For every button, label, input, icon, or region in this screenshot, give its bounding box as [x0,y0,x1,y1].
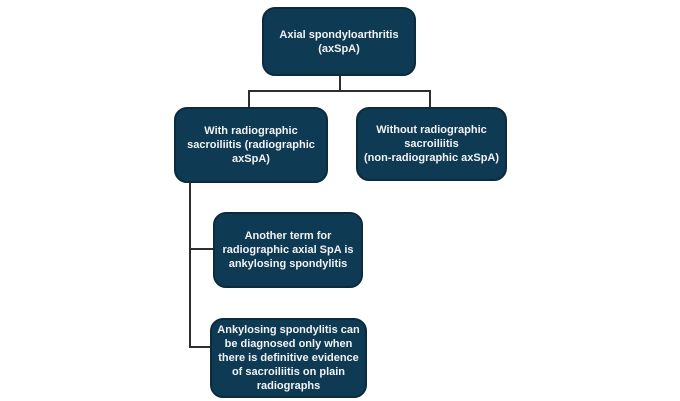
connector-right-child-vertical [429,90,431,108]
node-text-line: sacroiliitis [404,138,459,150]
node-text-line: Without radiographic [376,124,487,136]
connector-stub-diagnosis [189,346,211,348]
node-text-line: radiographs [256,380,321,392]
node-text-line: of sacroiliitis on plain [231,366,346,378]
node-without-radiographic-sacroiliitis: Without radiographic sacroiliitis (non-r… [356,107,507,181]
node-diagnosis-requirement: Ankylosing spondylitis can be diagnosed … [210,318,367,398]
node-text-line: there is definitive evidence [218,352,359,364]
node-text-line: sacroiliitis (radiographic [187,139,315,151]
connector-root-vertical [339,76,341,91]
node-text-line: ankylosing spondylitis [228,258,348,270]
connector-left-child-vertical [248,90,250,108]
connector-left-branch-spine [189,182,191,348]
node-text-line: Another term for [244,230,332,242]
node-text-line: radiographic axial SpA is [222,244,354,256]
node-text-line: With radiographic [204,125,298,137]
node-text-line: be diagnosed only when [224,338,353,350]
node-text-line: (axSpA) [318,42,360,55]
node-axial-spondyloarthritis: Axial spondyloarthritis (axSpA) [262,7,416,76]
node-text-line: (non-radiographic axSpA) [363,152,500,164]
node-another-term-ankylosing-spondylitis: Another term for radiographic axial SpA … [213,212,363,288]
node-text-line: Axial spondyloarthritis [279,28,399,41]
node-text-line: Ankylosing spondylitis can [217,324,360,336]
node-text-line: axSpA) [232,153,270,165]
node-with-radiographic-sacroiliitis: With radiographic sacroiliitis (radiogra… [174,107,328,183]
connector-stub-another-term [189,248,214,250]
connector-branch-horizontal [248,90,431,92]
